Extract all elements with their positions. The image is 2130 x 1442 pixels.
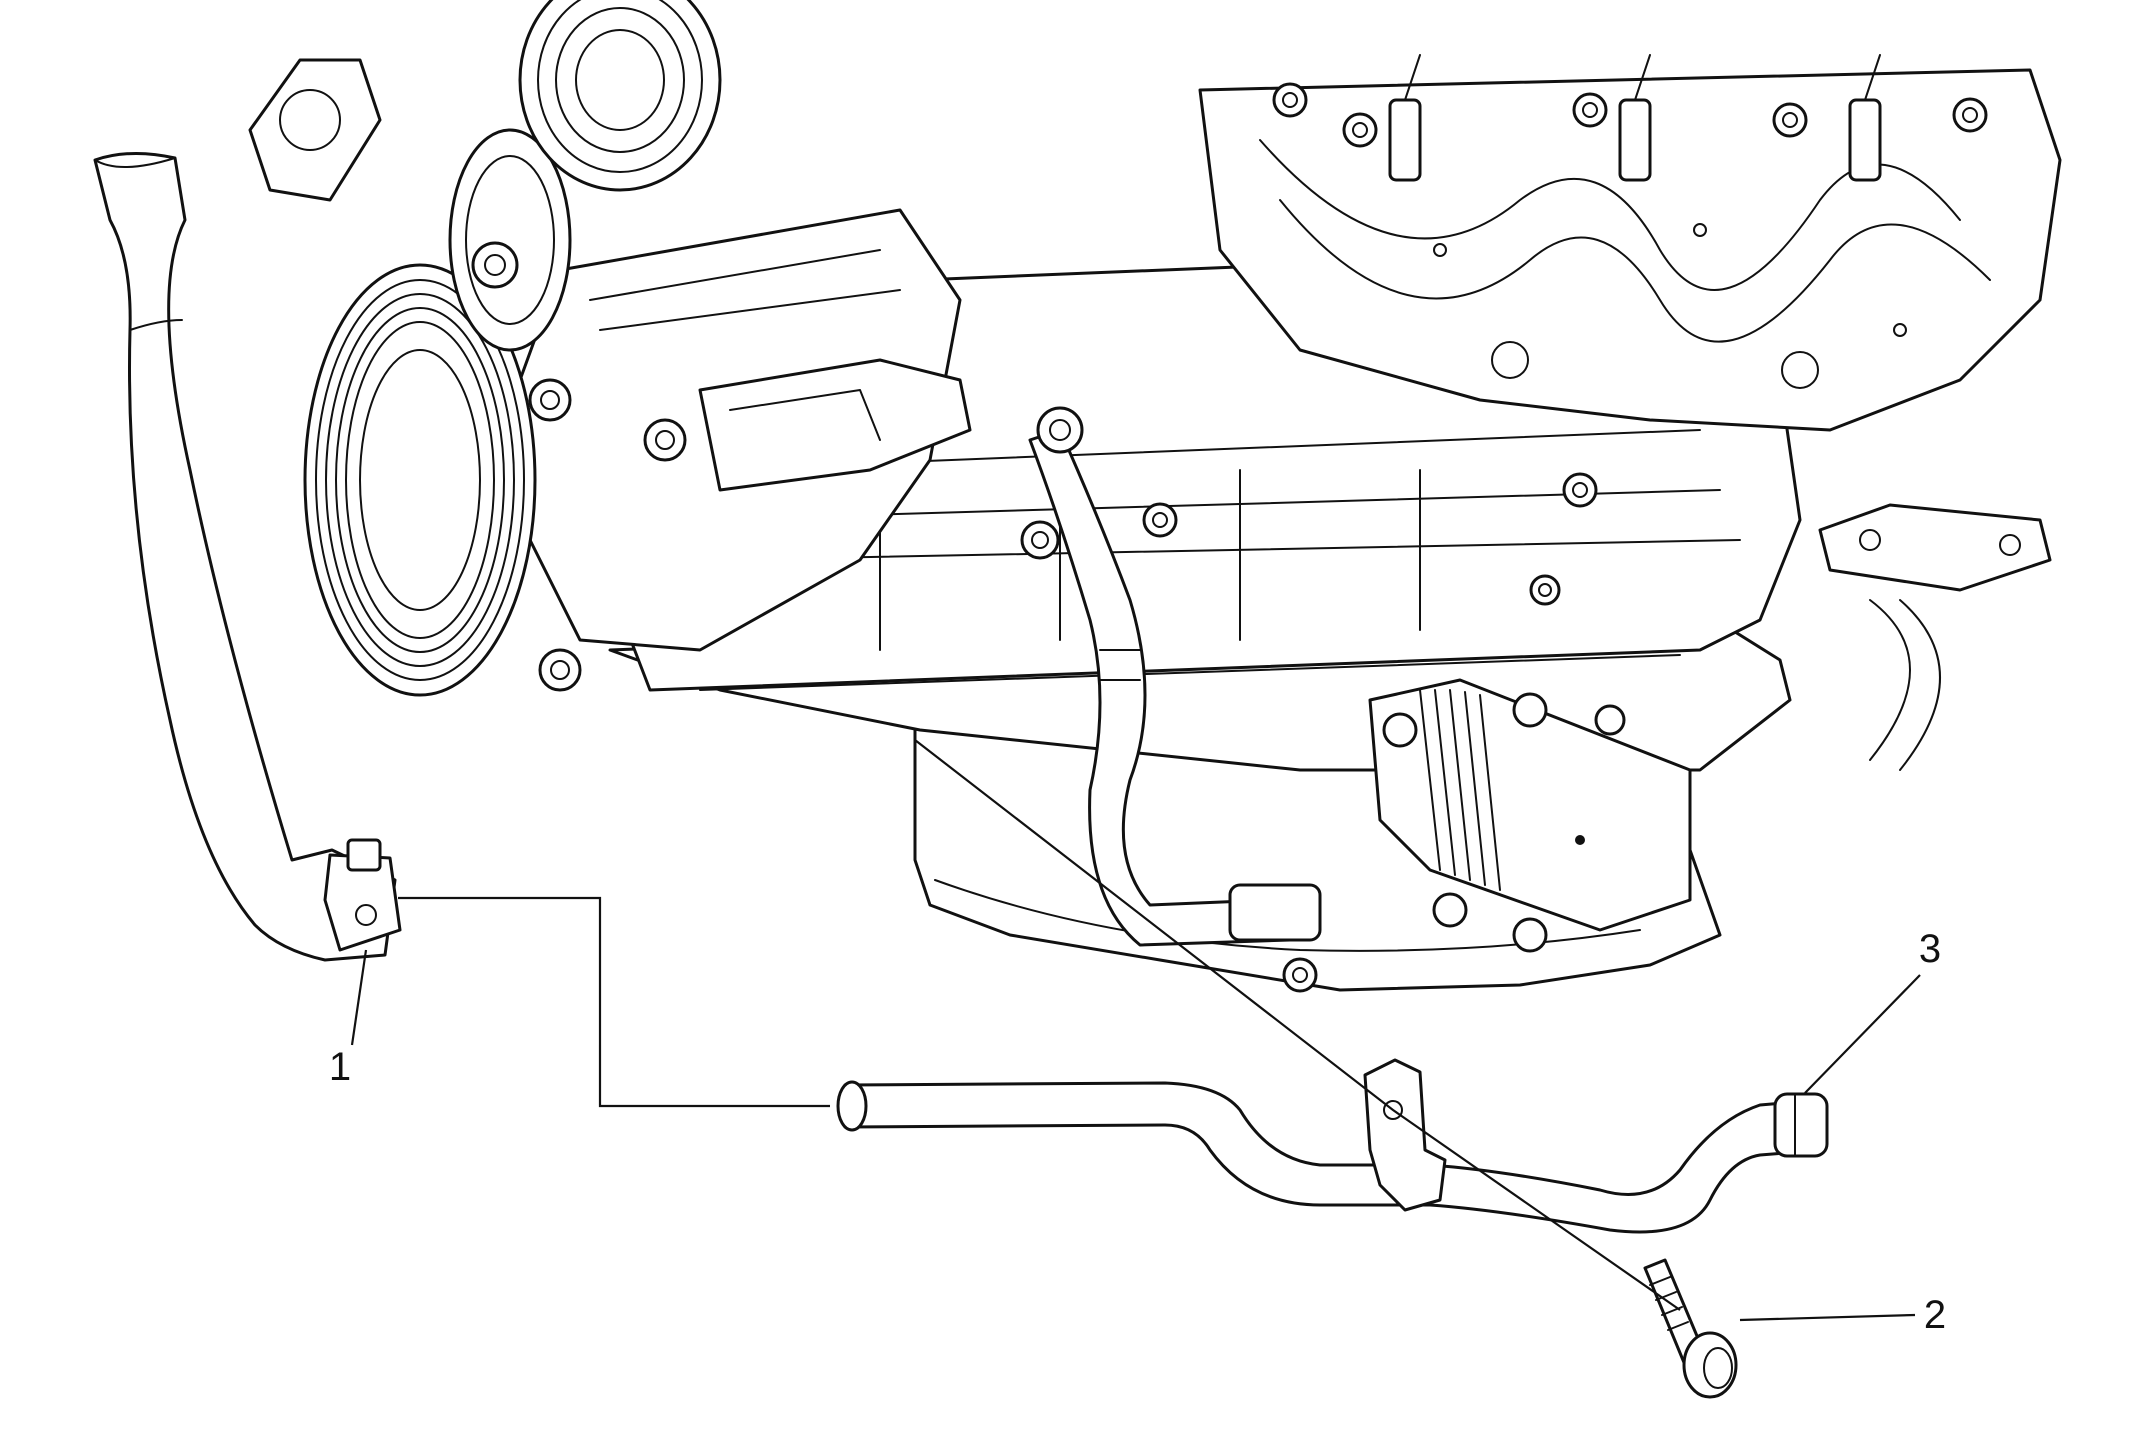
coolant-pipe (836, 1058, 1829, 1234)
leader-3 (1804, 974, 1921, 1094)
alignment-line-bolt (914, 739, 1681, 1311)
spark-plug-boots (1388, 54, 1882, 182)
hose-clamp (323, 838, 402, 952)
accessory-pulley (518, 0, 722, 192)
upper-housing (248, 58, 382, 202)
leader-1 (350, 949, 368, 1046)
upper-heater-hose (93, 152, 397, 962)
mounting-bracket (698, 358, 972, 492)
crankshaft-pulley (303, 263, 537, 697)
callout-2: 2 (1924, 1293, 1946, 1337)
alignment-line-hose-pipe (398, 896, 602, 1000)
leader-2 (1739, 1313, 1916, 1322)
engine-assembly (248, 0, 2062, 993)
callout-3: 3 (1919, 927, 1941, 971)
pipe-bracket (1363, 1058, 1447, 1212)
callout-1: 1 (329, 1045, 351, 1089)
block-hose (1028, 428, 1292, 947)
exhaust-flange (1818, 503, 2052, 592)
idler-pulley (448, 128, 572, 352)
manifold-bolts (1272, 82, 1988, 148)
oil-cooler (1368, 678, 1692, 953)
bolt (1643, 1258, 1738, 1399)
